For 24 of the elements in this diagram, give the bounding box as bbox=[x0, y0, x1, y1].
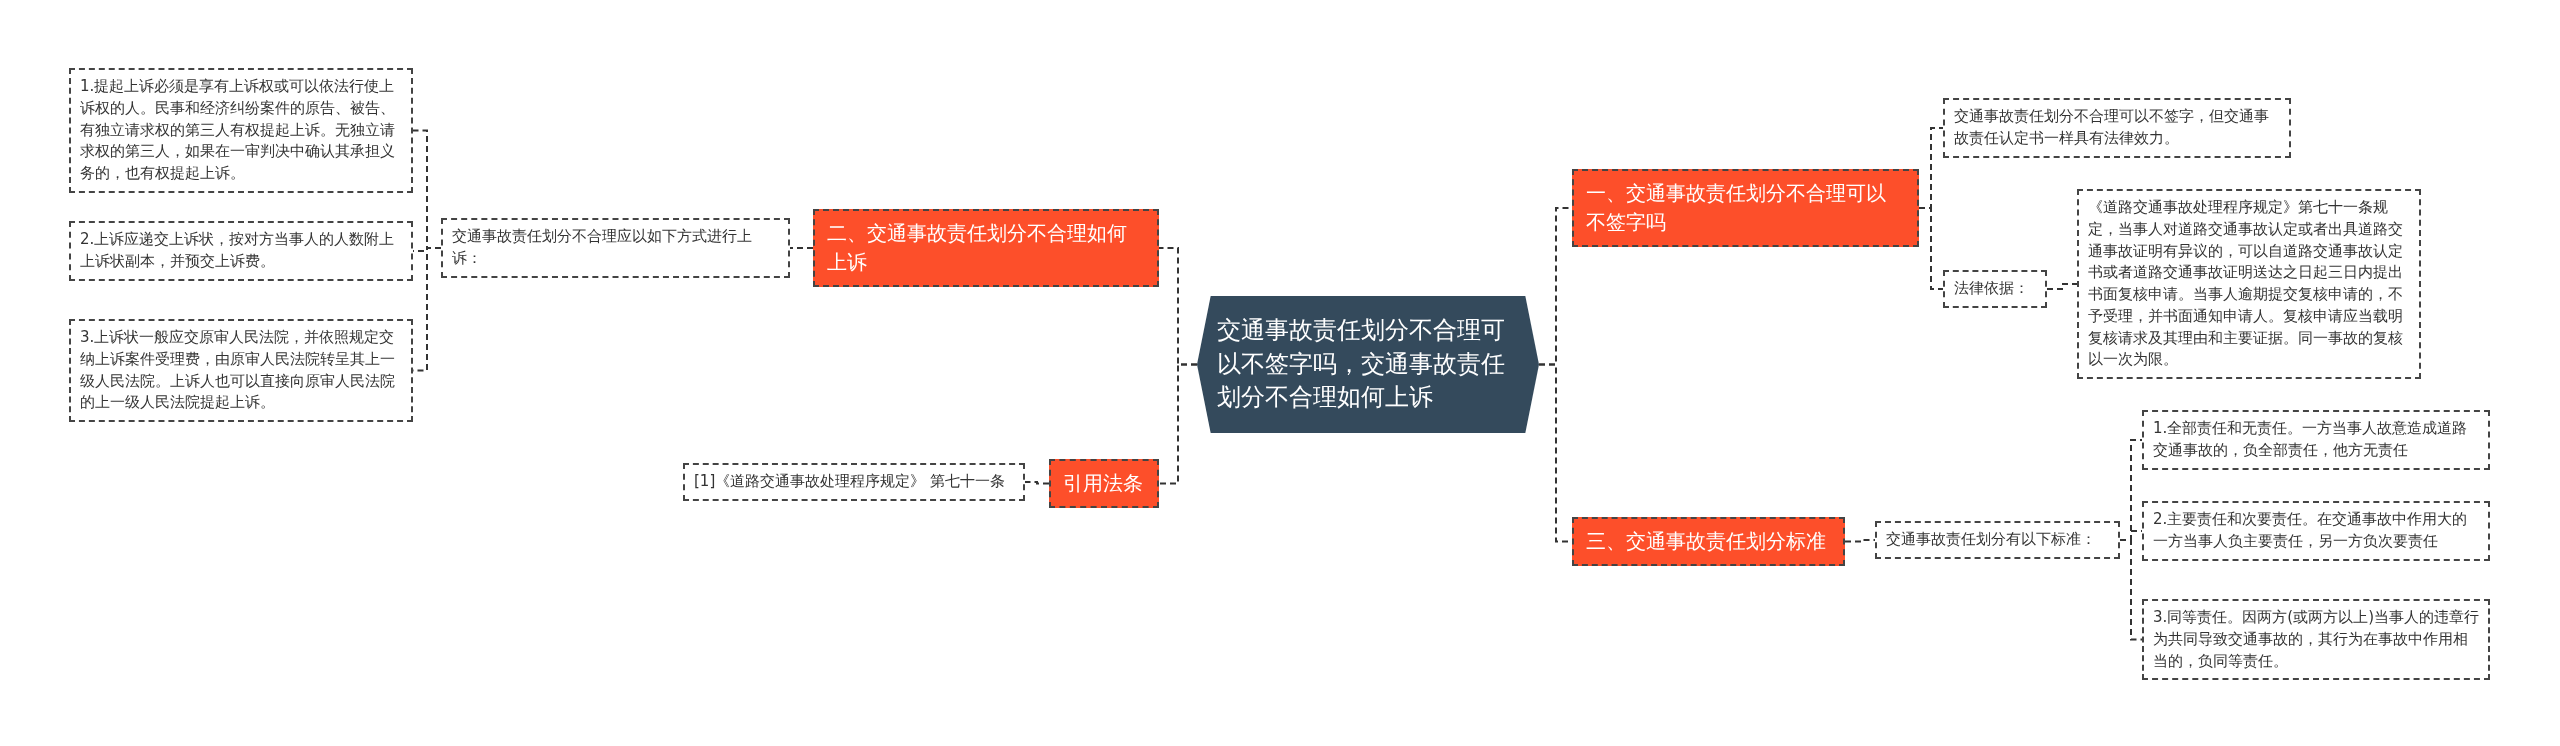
connector-line bbox=[1844, 539, 1876, 543]
text-box: 2.上诉应递交上诉状，按对方当事人的人数附上上诉状副本，并预交上诉费。 bbox=[69, 221, 413, 281]
topic-box: 三、交通事故责任划分标准 bbox=[1572, 517, 1845, 566]
central-topic: 交通事故责任划分不合理可以不签字吗，交通事故责任划分不合理如何上诉 bbox=[1197, 296, 1539, 433]
text-box: 《道路交通事故处理程序规定》第七十一条规定，当事人对道路交通事故认定或者出具道路交通事故证明有异议的，可以自道路交通事故认定书或者道路交通事故证明送达之日起三日内提出书面复核申请。当事人逾期提交复核申请的，不予受理，并书面通知申请人。复核申请应当载明复核请求及其理由和主要证据。同一事故的复核以一次为限。 bbox=[2077, 189, 2421, 379]
connector-line bbox=[2046, 283, 2078, 290]
text-box: 2.主要责任和次要责任。在交通事故中作用大的一方当事人负主要责任，另一方负次要责任 bbox=[2142, 501, 2490, 561]
text-box: 1.提起上诉必须是享有上诉权或可以依法行使上诉权的人。民事和经济纠纷案件的原告、被告、有独立请求权的第三人有权提起上诉。无独立请求权的第三人，如果在一审判决中确认其承担义务的，也有权提起上诉。 bbox=[69, 68, 413, 193]
text-box: 交通事故责任划分不合理应以如下方式进行上诉： bbox=[441, 218, 790, 278]
text-box: 3.同等责任。因两方(或两方以上)当事人的违章行为共同导致交通事故的，其行为在事故中作用相当的，负同等责任。 bbox=[2142, 599, 2490, 681]
text-box: 交通事故责任划分不合理可以不签字，但交通事故责任认定书一样具有法律效力。 bbox=[1943, 98, 2291, 158]
connector-line bbox=[789, 247, 814, 249]
connector-line bbox=[1918, 207, 1944, 290]
text-box: [1]《道路交通事故处理程序规定》 第七十一条 bbox=[683, 463, 1025, 501]
text-box: 法律依据： bbox=[1943, 270, 2047, 308]
connector-line bbox=[2119, 539, 2143, 641]
topic-box: 一、交通事故责任划分不合理可以不签字吗 bbox=[1572, 169, 1919, 247]
connector-line bbox=[1024, 481, 1050, 485]
text-box: 1.全部责任和无责任。一方当事人故意造成道路交通事故的，负全部责任，他方无责任 bbox=[2142, 410, 2490, 470]
topic-box: 二、交通事故责任划分不合理如何上诉 bbox=[813, 209, 1159, 287]
text-box: 交通事故责任划分有以下标准： bbox=[1875, 521, 2120, 559]
topic-box: 引用法条 bbox=[1049, 459, 1159, 508]
connector-line bbox=[1158, 363, 1198, 485]
text-box: 3.上诉状一般应交原审人民法院，并依照规定交纳上诉案件受理费，由原审人民法院转呈其上一级人民法院。上诉人也可以直接向原审人民法院的上一级人民法院提起上诉。 bbox=[69, 319, 413, 422]
